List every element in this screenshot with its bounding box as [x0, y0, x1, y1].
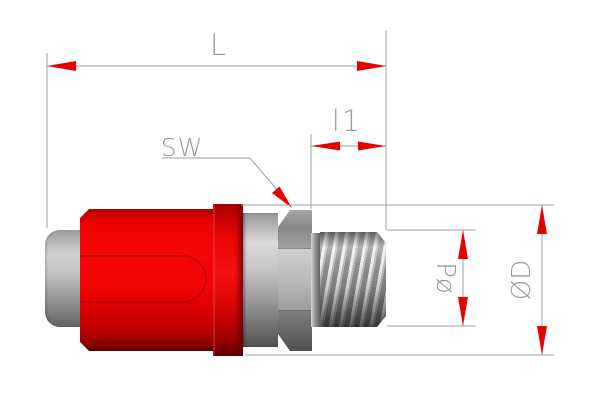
body-grip-slot — [80, 255, 207, 303]
release-sleeve-ring — [213, 204, 243, 356]
leader-SW — [162, 157, 292, 208]
male-thread — [320, 232, 386, 327]
label-wrench-size: SW — [160, 133, 204, 162]
dimension-L — [46, 31, 387, 230]
thread-shading — [320, 232, 386, 327]
thread-neck — [311, 233, 321, 327]
dimension-outer-diameter — [241, 204, 554, 356]
label-thread-diameter: Pø — [430, 262, 460, 294]
metal-collar — [243, 213, 278, 347]
label-overall-length: L — [209, 28, 227, 62]
dimension-l1 — [310, 134, 386, 209]
label-thread-length: l1 — [331, 104, 363, 138]
hex-face-middle — [278, 248, 312, 310]
dimension-P-diameter — [387, 229, 476, 327]
label-outer-diameter: ØD — [507, 259, 537, 301]
front-plug-nipple — [45, 230, 80, 327]
